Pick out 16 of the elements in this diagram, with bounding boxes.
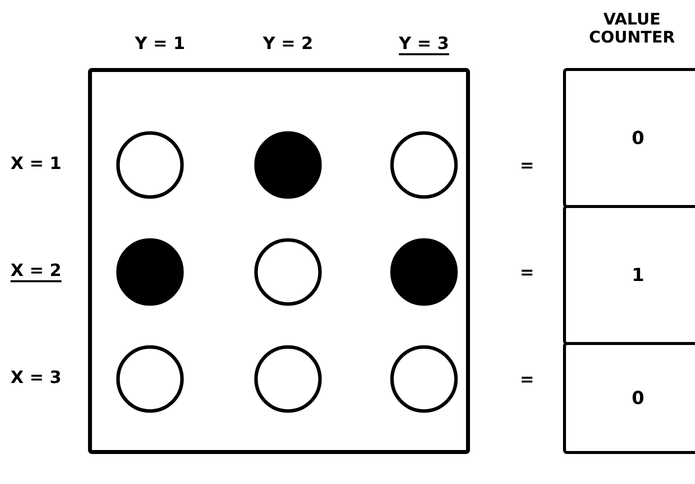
counter-box xyxy=(563,342,695,454)
column-label: Y = 2 xyxy=(262,35,314,55)
row-label: X = 3 xyxy=(10,369,62,389)
counter-value: 0 xyxy=(632,388,644,408)
counter-value: 1 xyxy=(632,264,644,286)
equals-sign: = xyxy=(520,264,534,284)
row-label: X = 1 xyxy=(10,155,62,175)
column-label: Y = 3 xyxy=(398,35,450,55)
row-label: X = 2 xyxy=(10,262,62,282)
equals-sign: = xyxy=(520,371,534,391)
grid-frame xyxy=(88,68,470,454)
column-heading: VALUE COUNTER xyxy=(588,10,676,48)
column-label: Y = 1 xyxy=(134,35,186,55)
counter-box xyxy=(563,68,695,208)
equals-sign: = xyxy=(520,157,534,177)
counter-value: 0 xyxy=(632,128,644,148)
